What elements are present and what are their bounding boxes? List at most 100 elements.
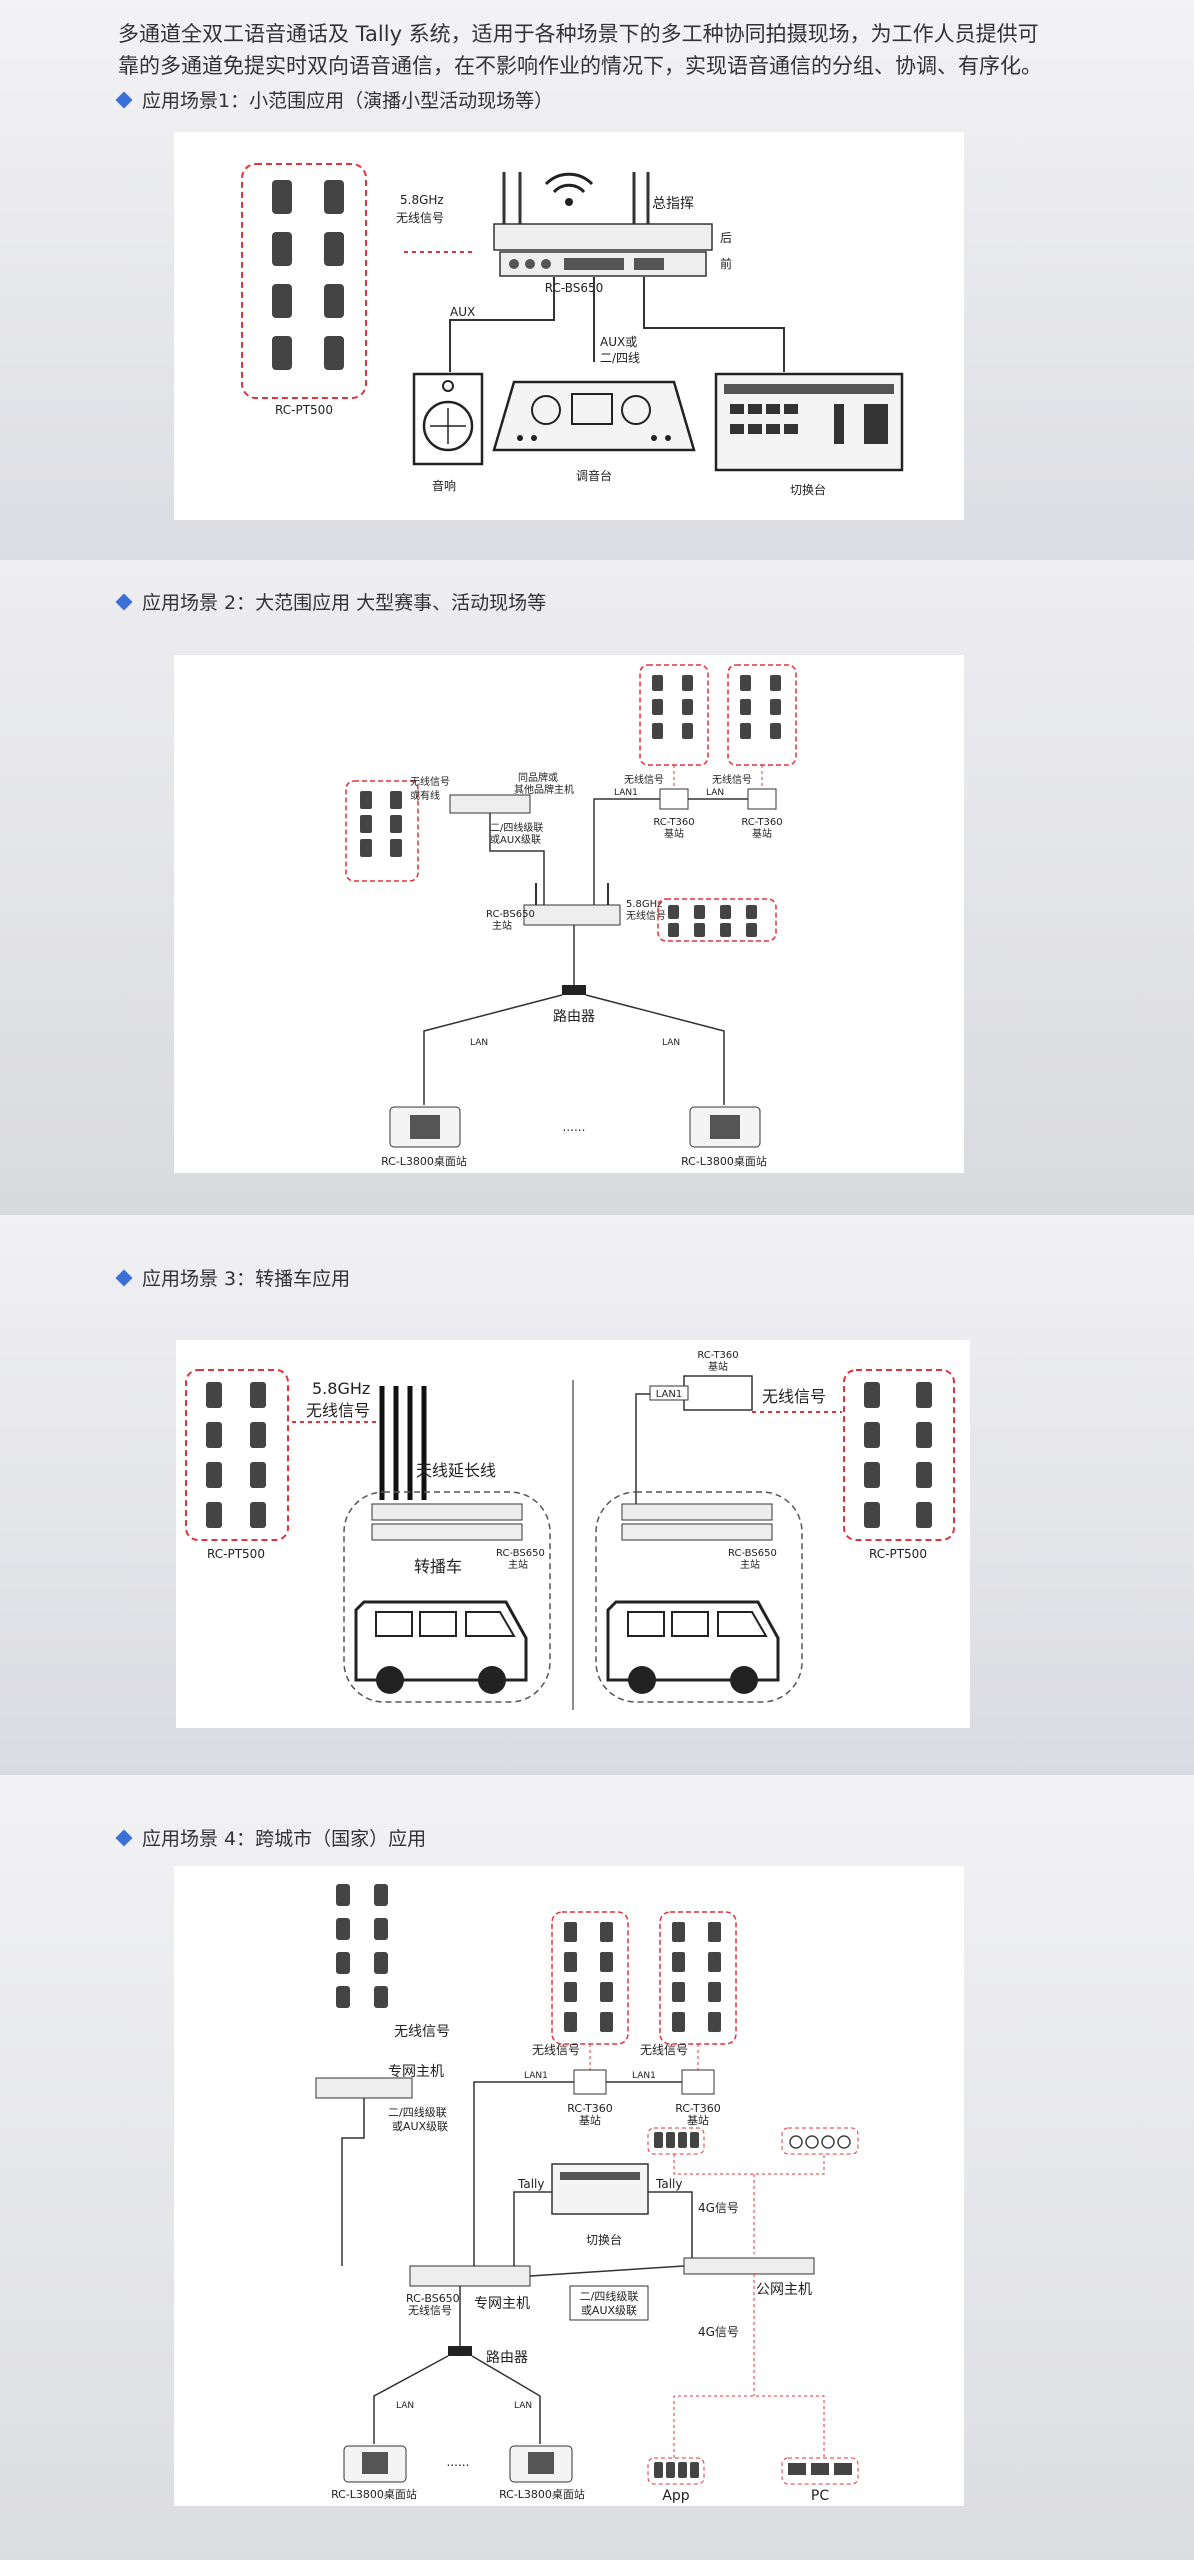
aux-or-label-1: AUX或 xyxy=(600,335,637,349)
bs650-left-label-1: RC-BS650 xyxy=(496,1548,545,1559)
lan-right-label: LAN xyxy=(514,2401,532,2411)
app-group xyxy=(647,2457,705,2485)
dots: ...... xyxy=(563,1120,586,1134)
top-left-handsets xyxy=(336,1884,388,2008)
wl-label-2: 无线信号 xyxy=(640,2043,688,2057)
app-label: App xyxy=(662,2488,689,2504)
scene2-heading: 应用场景 2：大范围应用 大型赛事、活动现场等 xyxy=(115,588,546,615)
t360-b xyxy=(747,788,777,810)
van-left-icon xyxy=(354,1600,528,1694)
router-icon xyxy=(562,985,586,995)
lan-left-label: LAN xyxy=(396,2401,414,2411)
scene4-heading: 应用场景 4：跨城市（国家）应用 xyxy=(115,1824,426,1851)
obvan-area-left xyxy=(343,1491,551,1703)
scene1-panel: RC-PT500 5.8GHz 无线信号 总指挥 后 前 RC-BS650 AU… xyxy=(174,132,964,520)
cascade-label-4: 或AUX级联 xyxy=(581,2304,637,2317)
4g-label-b: 4G信号 xyxy=(698,2325,739,2339)
ghz-label-2: 无线信号 xyxy=(626,909,666,922)
left-handsets xyxy=(360,791,402,857)
l3800-a-screen xyxy=(410,1115,440,1139)
app-phones xyxy=(654,2462,699,2478)
wifi-icon xyxy=(544,172,594,194)
bs650-right-top xyxy=(621,1503,773,1521)
t360-a-label-1: RC-T360 xyxy=(567,2102,612,2115)
ghz-label-1: 5.8GHz xyxy=(626,899,662,910)
pc-group xyxy=(781,2457,859,2485)
pt500-left-label: RC-PT500 xyxy=(207,1547,265,1561)
lan1-link xyxy=(593,798,660,905)
wl-or-wired-1: 无线信号 xyxy=(410,775,450,788)
pt500-label: RC-PT500 xyxy=(275,403,333,417)
second-host-unit xyxy=(449,794,531,814)
speaker-label: 音响 xyxy=(432,478,456,493)
cascade-public-link xyxy=(529,2265,685,2277)
tally-left-link xyxy=(513,2191,552,2266)
bs650-label-1: RC-BS650 xyxy=(406,2292,460,2305)
diamond-bullet-icon xyxy=(115,1269,133,1286)
wifi-dot-icon xyxy=(565,198,573,206)
t360-a-label-2: 基站 xyxy=(579,2113,601,2127)
diamond-bullet-icon xyxy=(115,91,133,108)
ghz-label-2: 无线信号 xyxy=(306,1401,370,1420)
group-handsets xyxy=(564,1922,721,2032)
lan1-tag xyxy=(649,1385,689,1401)
top-handset-group-a xyxy=(639,664,709,766)
cascade-top-link xyxy=(341,2098,365,2266)
right-handsets xyxy=(668,905,757,937)
l3800-b-label: RC-L3800桌面站 xyxy=(681,1154,767,1168)
scene4-panel: 无线信号 专网主机 二/四线级联 或AUX级联 无线信号 无线信号 RC-T36… xyxy=(174,1866,964,2506)
bs650-right-label-2: 主站 xyxy=(740,1558,760,1571)
t360-a-label-2: 基站 xyxy=(664,827,684,840)
bs650-unit xyxy=(493,172,713,277)
intro-line-1: 多通道全双工语音通话及 Tally 系统，适用于各种场景下的多工种协同拍摄现场，… xyxy=(118,22,1039,46)
app-top-group xyxy=(647,2127,705,2155)
left-handset-group xyxy=(185,1369,289,1541)
left-handset-group xyxy=(345,780,419,882)
diamond-bullet-icon xyxy=(115,593,133,610)
intro-paragraph: 多通道全双工语音通话及 Tally 系统，适用于各种场景下的多工种协同拍摄现场，… xyxy=(118,18,1098,82)
aux-or-label-2: 二/四线 xyxy=(600,351,640,365)
ghz-label-1: 5.8GHz xyxy=(312,1379,370,1398)
tally-right-link xyxy=(648,2191,693,2258)
t360-label-1: RC-T360 xyxy=(697,1350,738,1361)
lan-left-label: LAN xyxy=(470,1038,488,1048)
t360-unit xyxy=(683,1375,753,1411)
switcher-bar xyxy=(560,2172,640,2180)
scene4-diagram: 无线信号 专网主机 二/四线级联 或AUX级联 无线信号 无线信号 RC-T36… xyxy=(315,1884,859,2504)
scene3-panel: RC-PT500 5.8GHz 无线信号 天线延长线 RC-BS650 主站 转… xyxy=(176,1340,970,1728)
lan-right-label: LAN xyxy=(662,1038,680,1048)
lan-left-link xyxy=(373,2355,449,2444)
wl-top-label: 无线信号 xyxy=(394,2024,450,2040)
t360-b-label-2: 基站 xyxy=(752,827,772,840)
cascade-label-1: 二/四线级联 xyxy=(388,2105,447,2119)
bs650-right-label-1: RC-BS650 xyxy=(728,1548,777,1559)
lan-left-link xyxy=(423,994,563,1105)
scene3-diagram: RC-PT500 5.8GHz 无线信号 天线延长线 RC-BS650 主站 转… xyxy=(185,1350,955,1710)
right-handset-group xyxy=(657,898,777,942)
lan-right-link xyxy=(585,994,725,1105)
handset-group-a xyxy=(551,1911,629,2045)
switcher-label: 切换台 xyxy=(790,482,826,497)
mixer-icon xyxy=(492,380,696,452)
cascade-label-2: 或AUX级联 xyxy=(490,834,541,846)
t360-label-2: 基站 xyxy=(708,1360,728,1373)
switcher-icon xyxy=(551,2163,649,2215)
lan1-label: LAN1 xyxy=(656,1389,682,1400)
handset-group-box xyxy=(241,163,367,399)
private-host2-label: 专网主机 xyxy=(474,2296,530,2312)
pt500-handsets xyxy=(272,180,344,370)
wl-label-2: 无线信号 xyxy=(712,773,752,786)
l3800-a-label: RC-L3800桌面站 xyxy=(381,1154,467,1168)
bs650-right-bottom xyxy=(621,1523,773,1541)
router-label: 路由器 xyxy=(553,1009,595,1025)
tally-right-label: Tally xyxy=(655,2177,682,2191)
top-handsets xyxy=(652,675,781,739)
public-host-label: 公网主机 xyxy=(756,2282,812,2298)
4g-bottom-link xyxy=(673,2395,825,2458)
bs650-label-1: RC-BS650 xyxy=(486,909,535,920)
cascade-label-2: 或AUX级联 xyxy=(392,2120,448,2133)
tally-left-label: Tally xyxy=(517,2177,544,2191)
rear-label: 后 xyxy=(720,231,732,245)
switcher-link xyxy=(643,277,785,372)
scene1-diagram: RC-PT500 5.8GHz 无线信号 总指挥 后 前 RC-BS650 AU… xyxy=(241,163,904,497)
